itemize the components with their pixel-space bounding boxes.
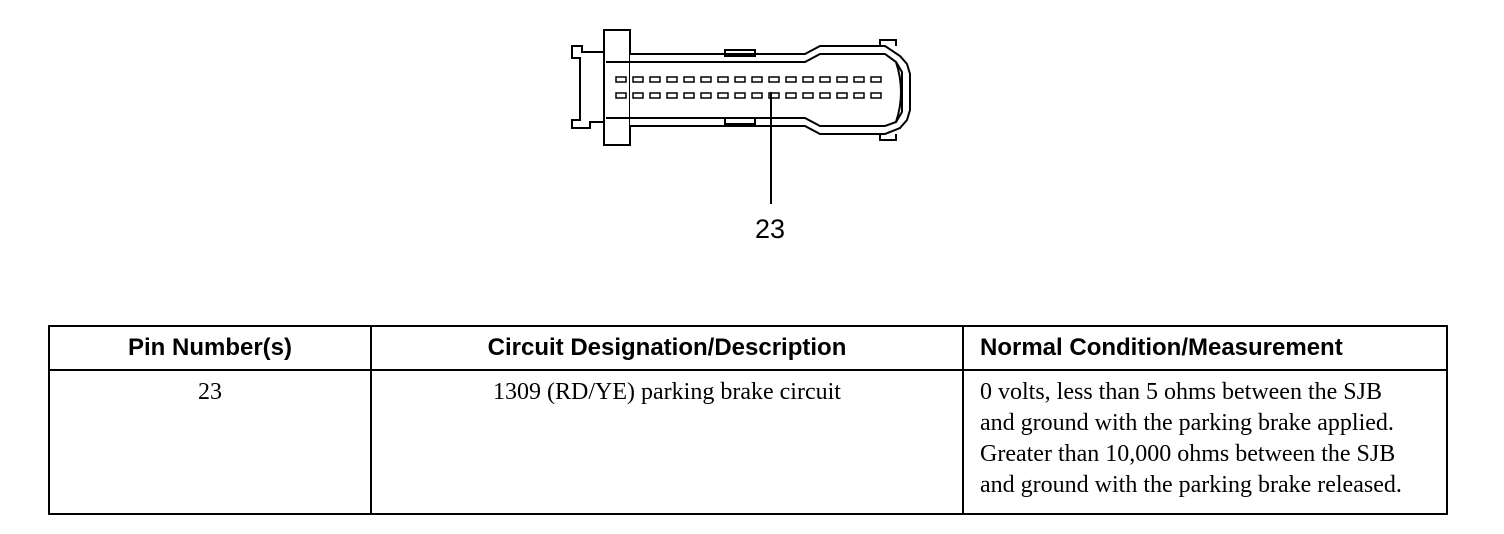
pin-cavity (649, 92, 661, 99)
pin-cavity (751, 92, 763, 99)
pin-cavity (632, 76, 644, 83)
pin-cavity (785, 92, 797, 99)
pin-cavity (615, 92, 627, 99)
table-header-row: Pin Number(s) Circuit Designation/Descri… (48, 325, 1448, 371)
pin-cavity (853, 76, 865, 83)
right-end-contour (895, 61, 902, 123)
connector-diagram: 23 (571, 29, 911, 244)
pin-cavity (802, 76, 814, 83)
pin-cavity (768, 76, 780, 83)
pin-cavity (649, 76, 661, 83)
pin-cavity (734, 92, 746, 99)
connector-drawing (571, 29, 911, 204)
cell-pin-number: 23 (48, 369, 372, 515)
pin-cavity (870, 76, 882, 83)
pin-cavity (853, 92, 865, 99)
header-pin-numbers: Pin Number(s) (48, 325, 372, 371)
pin-cavity (870, 92, 882, 99)
pin-cavity (683, 92, 695, 99)
cell-normal-condition: 0 volts, less than 5 ohms between the SJ… (962, 369, 1448, 515)
connector-left-flange (603, 29, 631, 146)
connector-left-lug (571, 45, 604, 129)
pin-cavity (802, 92, 814, 99)
pin-cavity (666, 92, 678, 99)
pin-cavity (751, 76, 763, 83)
header-circuit-designation: Circuit Designation/Description (370, 325, 964, 371)
pin-cavity (615, 76, 627, 83)
header-normal-condition: Normal Condition/Measurement (962, 325, 1448, 371)
pin-cavity (632, 92, 644, 99)
pin-row-bottom (615, 92, 882, 99)
pin-row-top (615, 76, 882, 83)
pin-cavity (717, 76, 729, 83)
pin-cavity (819, 76, 831, 83)
connector-body (630, 45, 911, 135)
pin-callout-label: 23 (754, 214, 786, 244)
pin-cavity (768, 92, 780, 99)
pin-cavity (717, 92, 729, 99)
cell-circuit-description: 1309 (RD/YE) parking brake circuit (370, 369, 964, 515)
pin-cavity (836, 76, 848, 83)
right-latch-top (879, 39, 897, 46)
table-row: 23 1309 (RD/YE) parking brake circuit 0 … (48, 369, 1448, 515)
pin-table: Pin Number(s) Circuit Designation/Descri… (48, 325, 1448, 515)
right-latch-bottom (879, 134, 897, 141)
pin-cavity (666, 76, 678, 83)
pin-cavity (700, 76, 712, 83)
condition-line: Greater than 10,000 ohms between the SJB (980, 441, 1396, 467)
pin-cavity (785, 76, 797, 83)
pin-cavity (700, 92, 712, 99)
condition-line: 0 volts, less than 5 ohms between the SJ… (980, 379, 1382, 405)
bottom-slot (724, 117, 756, 125)
pin-cavity (734, 76, 746, 83)
pin-cavity (836, 92, 848, 99)
condition-line: and ground with the parking brake releas… (980, 472, 1402, 498)
top-slot (724, 49, 756, 57)
condition-line: and ground with the parking brake applie… (980, 410, 1394, 436)
pin-cavity (683, 76, 695, 83)
pin-cavity (819, 92, 831, 99)
